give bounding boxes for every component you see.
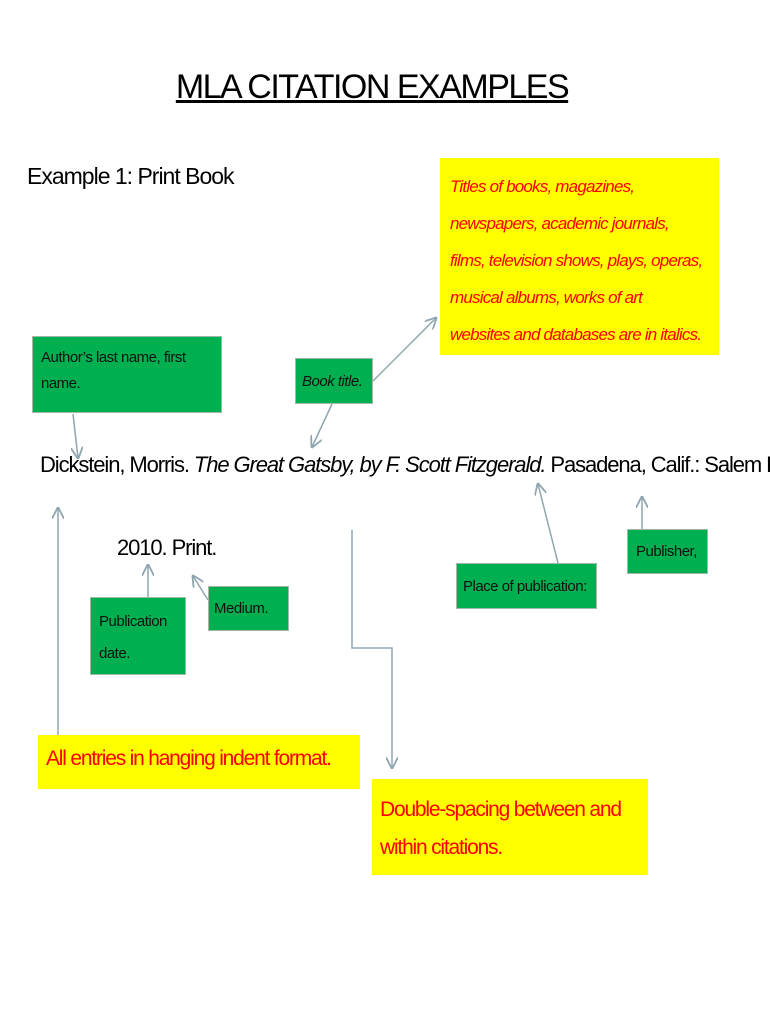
author-label: Author’s last name, first name. [32,336,222,413]
label-line: date. [99,645,130,662]
page-title: MLA CITATION EXAMPLES [175,68,570,106]
note-line: websites and databases are in italics. [450,325,702,344]
place-arrow [538,484,559,564]
publication-date-label: Publication date. [90,597,186,675]
note-line: films, television shows, plays, operas, [450,251,703,270]
note-line: musical albums, works of art [450,288,643,307]
label-line: Publication [99,613,167,630]
note-line: newspapers, academic journals, [450,214,670,233]
hanging-indent-note: All entries in hanging indent format. [38,735,360,789]
book-title-label: Book title. [295,358,373,404]
note-line: Titles of books, magazines, [450,177,635,196]
citation-publisher: Pasadena, Calif.: Salem Press, [550,452,770,477]
place-label: Place of publication: [456,563,597,609]
double-spacing-note: Double-spacing between and within citati… [372,779,648,875]
example-heading: Example 1: Print Book [27,163,235,189]
publisher-label: Publisher, [627,529,708,574]
citation-line-2: 2010. Print. [117,535,217,560]
note-line: Double-spacing between and [380,798,622,821]
double-spacing-arrow [351,530,392,768]
label-line: Author’s last name, first [41,349,186,366]
medium-arrow [193,576,209,601]
note-line: within citations. [380,836,503,859]
citation-author: Dickstein, Morris. [40,452,190,477]
italics-note: Titles of books, magazines, newspapers, … [440,158,719,355]
citation-line-1: Dickstein, Morris. The Great Gatsby, by … [40,452,770,478]
author-arrow [73,413,78,458]
medium-label: Medium. [208,586,289,631]
citation-title: The Great Gatsby, by F. Scott Fitzgerald… [193,452,547,477]
book-title-arrow [312,403,333,447]
italics-arrow [372,318,436,382]
label-line: name. [41,375,81,392]
